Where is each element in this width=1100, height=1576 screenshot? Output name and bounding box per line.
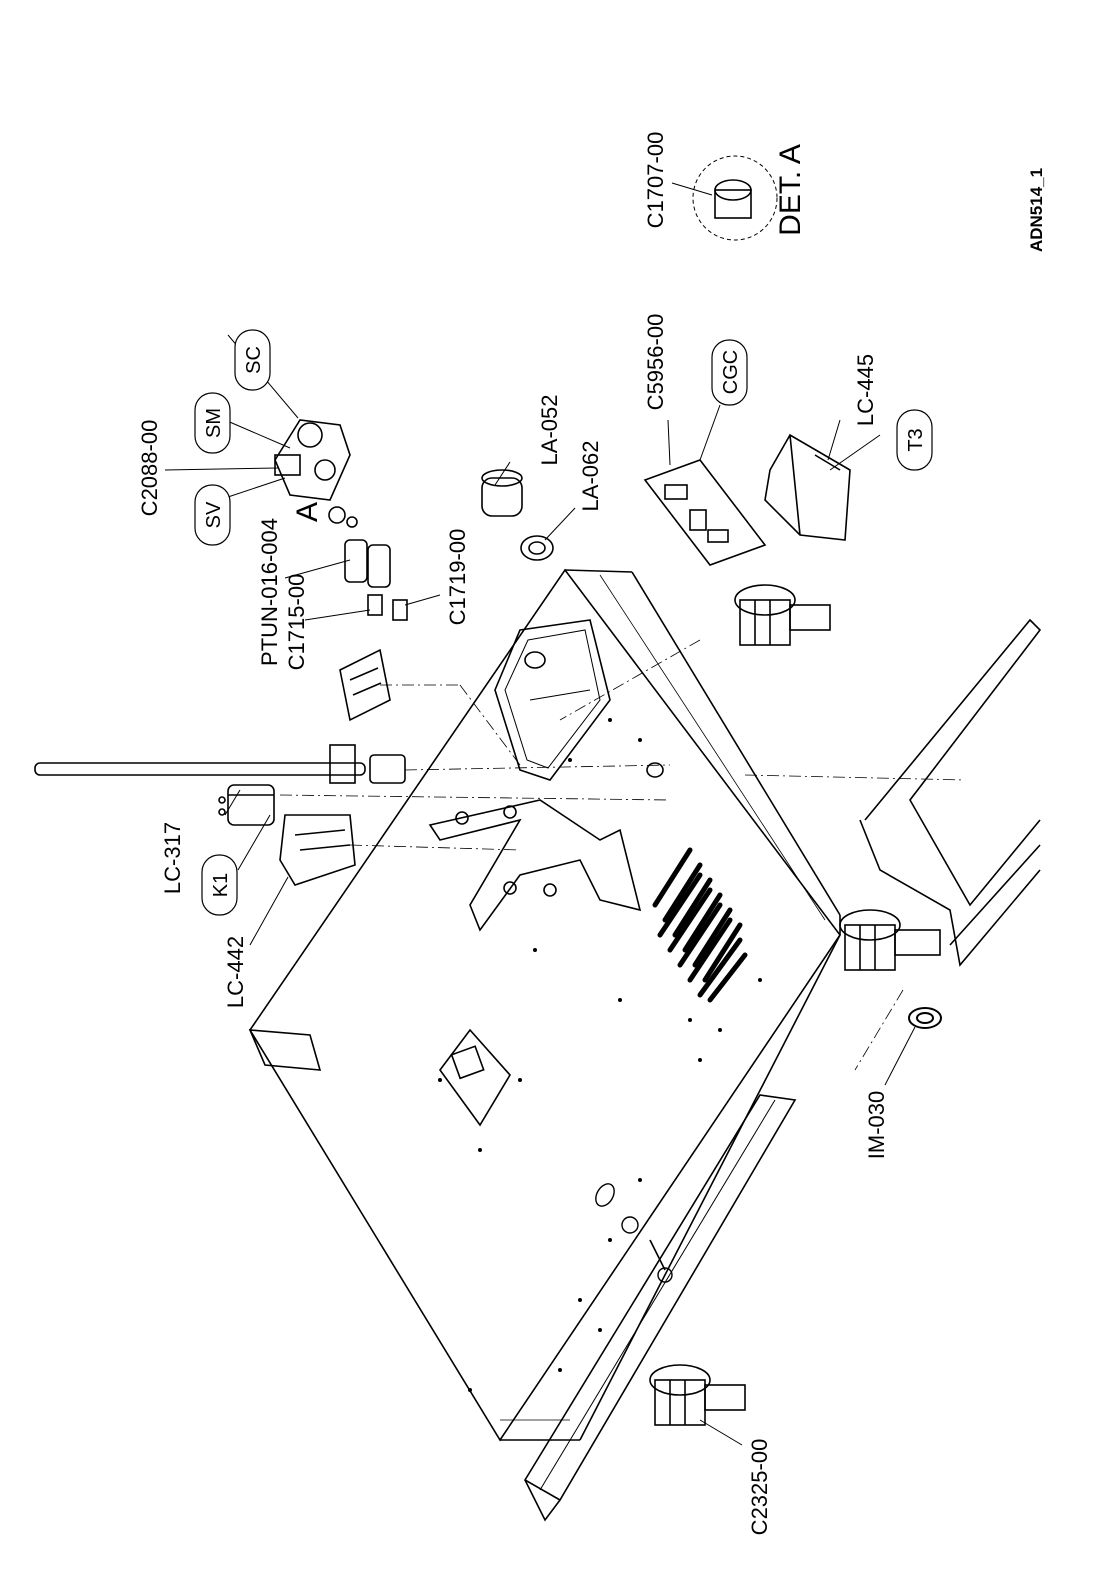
label-c5956: C5956-00: [643, 314, 668, 411]
front-rail: [523, 1094, 797, 1522]
mounting-bracket: [428, 799, 642, 932]
hose-fittings: [367, 594, 408, 621]
label-c1715: C1715-00: [284, 574, 309, 671]
label-la052: LA-052: [537, 395, 562, 466]
assembly-centerlines: [279, 639, 966, 1071]
foot-bottom-left: [649, 1364, 746, 1426]
relay: [218, 784, 275, 826]
washer: [908, 1007, 942, 1029]
svg-text:T3: T3: [905, 428, 927, 451]
label-ptun: PTUN-016-004: [257, 518, 282, 666]
leader-lines: [164, 182, 916, 1446]
foot-right-bottom: [839, 909, 941, 971]
bubble-sv: SV: [194, 484, 231, 546]
inspection-window: [494, 619, 664, 781]
label-lc445: LC-445: [853, 354, 878, 426]
label-lc317: LC-317: [160, 822, 185, 894]
bubble-cgc: CGC: [711, 339, 748, 406]
svg-text:SV: SV: [203, 501, 225, 528]
bubble-t3: T3: [896, 409, 933, 471]
detail-a-title: DET. A: [774, 144, 807, 236]
label-im030: IM-030: [864, 1091, 889, 1159]
nut: [328, 506, 358, 528]
bubble-k1: K1: [201, 854, 238, 916]
foot-right-top: [734, 584, 831, 646]
svg-text:CGC: CGC: [720, 350, 742, 394]
drawing-code: ADN514_1: [1027, 168, 1046, 252]
bubble-sc: SC: [234, 329, 271, 391]
terminal-block: [339, 648, 391, 722]
label-c1707: C1707-00: [643, 132, 668, 229]
vent-grille: [652, 847, 748, 1003]
control-board: [643, 459, 767, 566]
svg-text:SC: SC: [243, 346, 265, 374]
label-c2325: C2325-00: [747, 1439, 772, 1536]
cable-gland: [481, 469, 523, 517]
valve-assembly: [274, 419, 351, 501]
probe-rod: [34, 744, 406, 784]
base-plate: [249, 568, 841, 1442]
label-c1719: C1719-00: [445, 529, 470, 626]
side-panel: [859, 618, 1042, 967]
corner-bracket: [248, 1029, 322, 1071]
plate-holes: [438, 718, 762, 1392]
svg-text:K1: K1: [210, 873, 232, 897]
detail-marker-a: A: [291, 502, 324, 522]
svg-text:SM: SM: [203, 408, 225, 438]
detail-a-view: [692, 155, 778, 241]
label-la062: LA-062: [578, 441, 603, 512]
locknut: [520, 535, 554, 561]
center-mount-plate: [439, 1028, 511, 1127]
label-lc442: LC-442: [223, 936, 248, 1008]
contactor: [279, 814, 356, 886]
transformer: [764, 433, 851, 541]
label-c2088: C2088-00: [137, 420, 162, 517]
bubble-sm: SM: [194, 392, 231, 454]
